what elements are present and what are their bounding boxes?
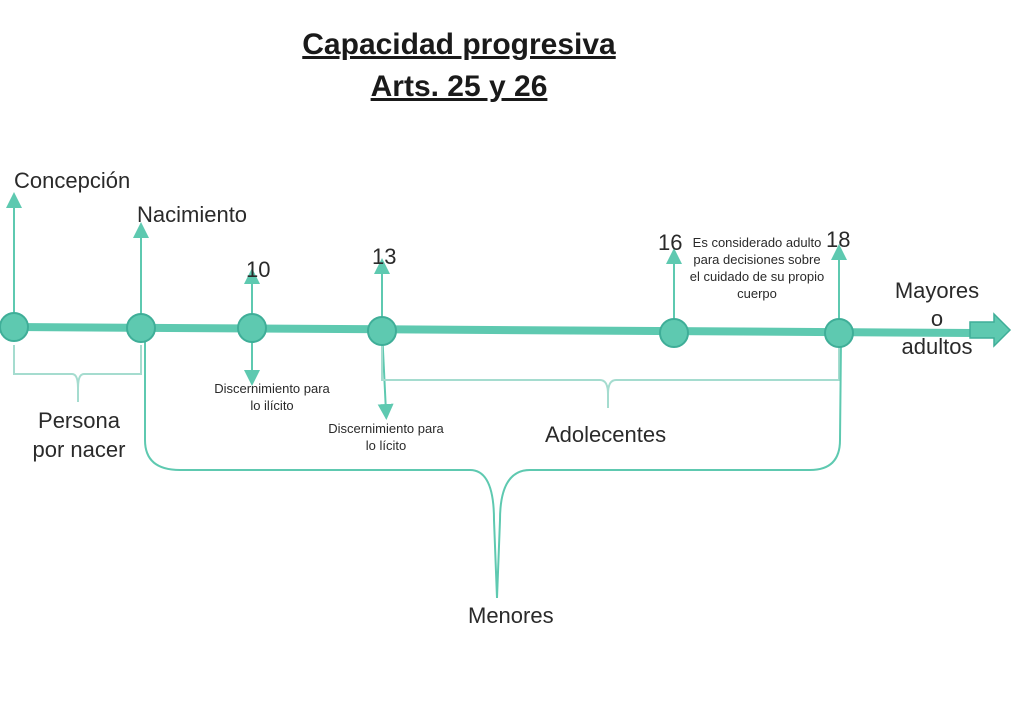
note-discernimiento-licito: Discernimiento para lo lícito — [328, 421, 444, 453]
label-age-18: 18 — [826, 227, 851, 252]
label-age-10: 10 — [246, 257, 271, 282]
label-mayores: Mayores — [894, 278, 980, 303]
label-age-16: 16 — [658, 230, 683, 255]
adolecentes-bracket — [381, 346, 840, 408]
label-persona-por-nacer: Persona por nacer — [32, 408, 126, 462]
timeline-arrow-head — [969, 312, 1012, 348]
label-mayores-o: o — [930, 306, 944, 331]
milestone-concepcion-dot — [0, 312, 29, 342]
note-adulto-decisiones: Es considerado adulto para decisiones so… — [689, 235, 825, 301]
milestone-18-dot — [824, 318, 854, 348]
label-age-13: 13 — [372, 244, 397, 269]
milestone-nacimiento-dot — [126, 313, 156, 343]
persona-por-nacer-bracket — [13, 345, 142, 402]
page-title: Capacidad progresiva — [302, 28, 616, 61]
milestone-16-dot — [659, 318, 689, 348]
menores-bracket — [144, 339, 842, 599]
label-adultos: adultos — [901, 334, 973, 359]
milestone-10-dot — [237, 313, 267, 343]
label-concepcion: Concepción — [14, 168, 131, 193]
label-adolecentes: Adolecentes — [545, 422, 667, 447]
label-nacimiento: Nacimiento — [137, 202, 248, 227]
milestone-13-dot — [367, 316, 397, 346]
timeline-axis — [13, 323, 976, 337]
page-subtitle: Arts. 25 y 26 — [370, 70, 548, 103]
note-discernimiento-ilicito: Discernimiento para lo ilícito — [214, 381, 330, 413]
label-menores: Menores — [468, 603, 554, 628]
